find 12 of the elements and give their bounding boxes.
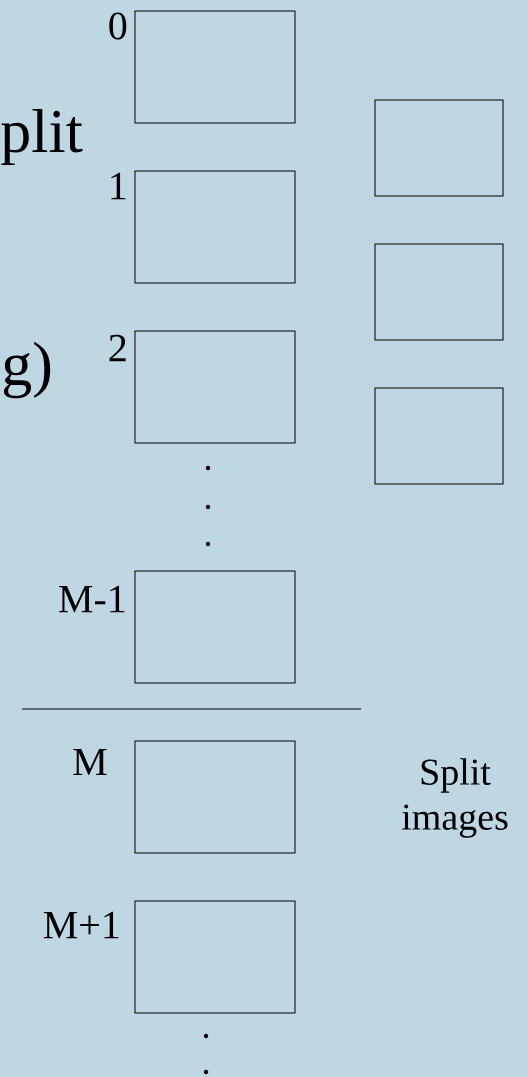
caption-text: Split images xyxy=(402,758,508,838)
index-label: 0 xyxy=(109,12,127,40)
index-label: M xyxy=(73,748,107,776)
image-frame xyxy=(374,387,504,485)
index-label: M+1 xyxy=(43,911,119,939)
title-text: plit xyxy=(1,108,83,166)
image-frame xyxy=(374,99,504,197)
title-text: g) xyxy=(3,341,51,399)
image-frame xyxy=(374,243,504,341)
index-label: M-1 xyxy=(59,585,125,613)
index-label: 2 xyxy=(109,334,126,362)
index-label: 1 xyxy=(111,172,126,200)
